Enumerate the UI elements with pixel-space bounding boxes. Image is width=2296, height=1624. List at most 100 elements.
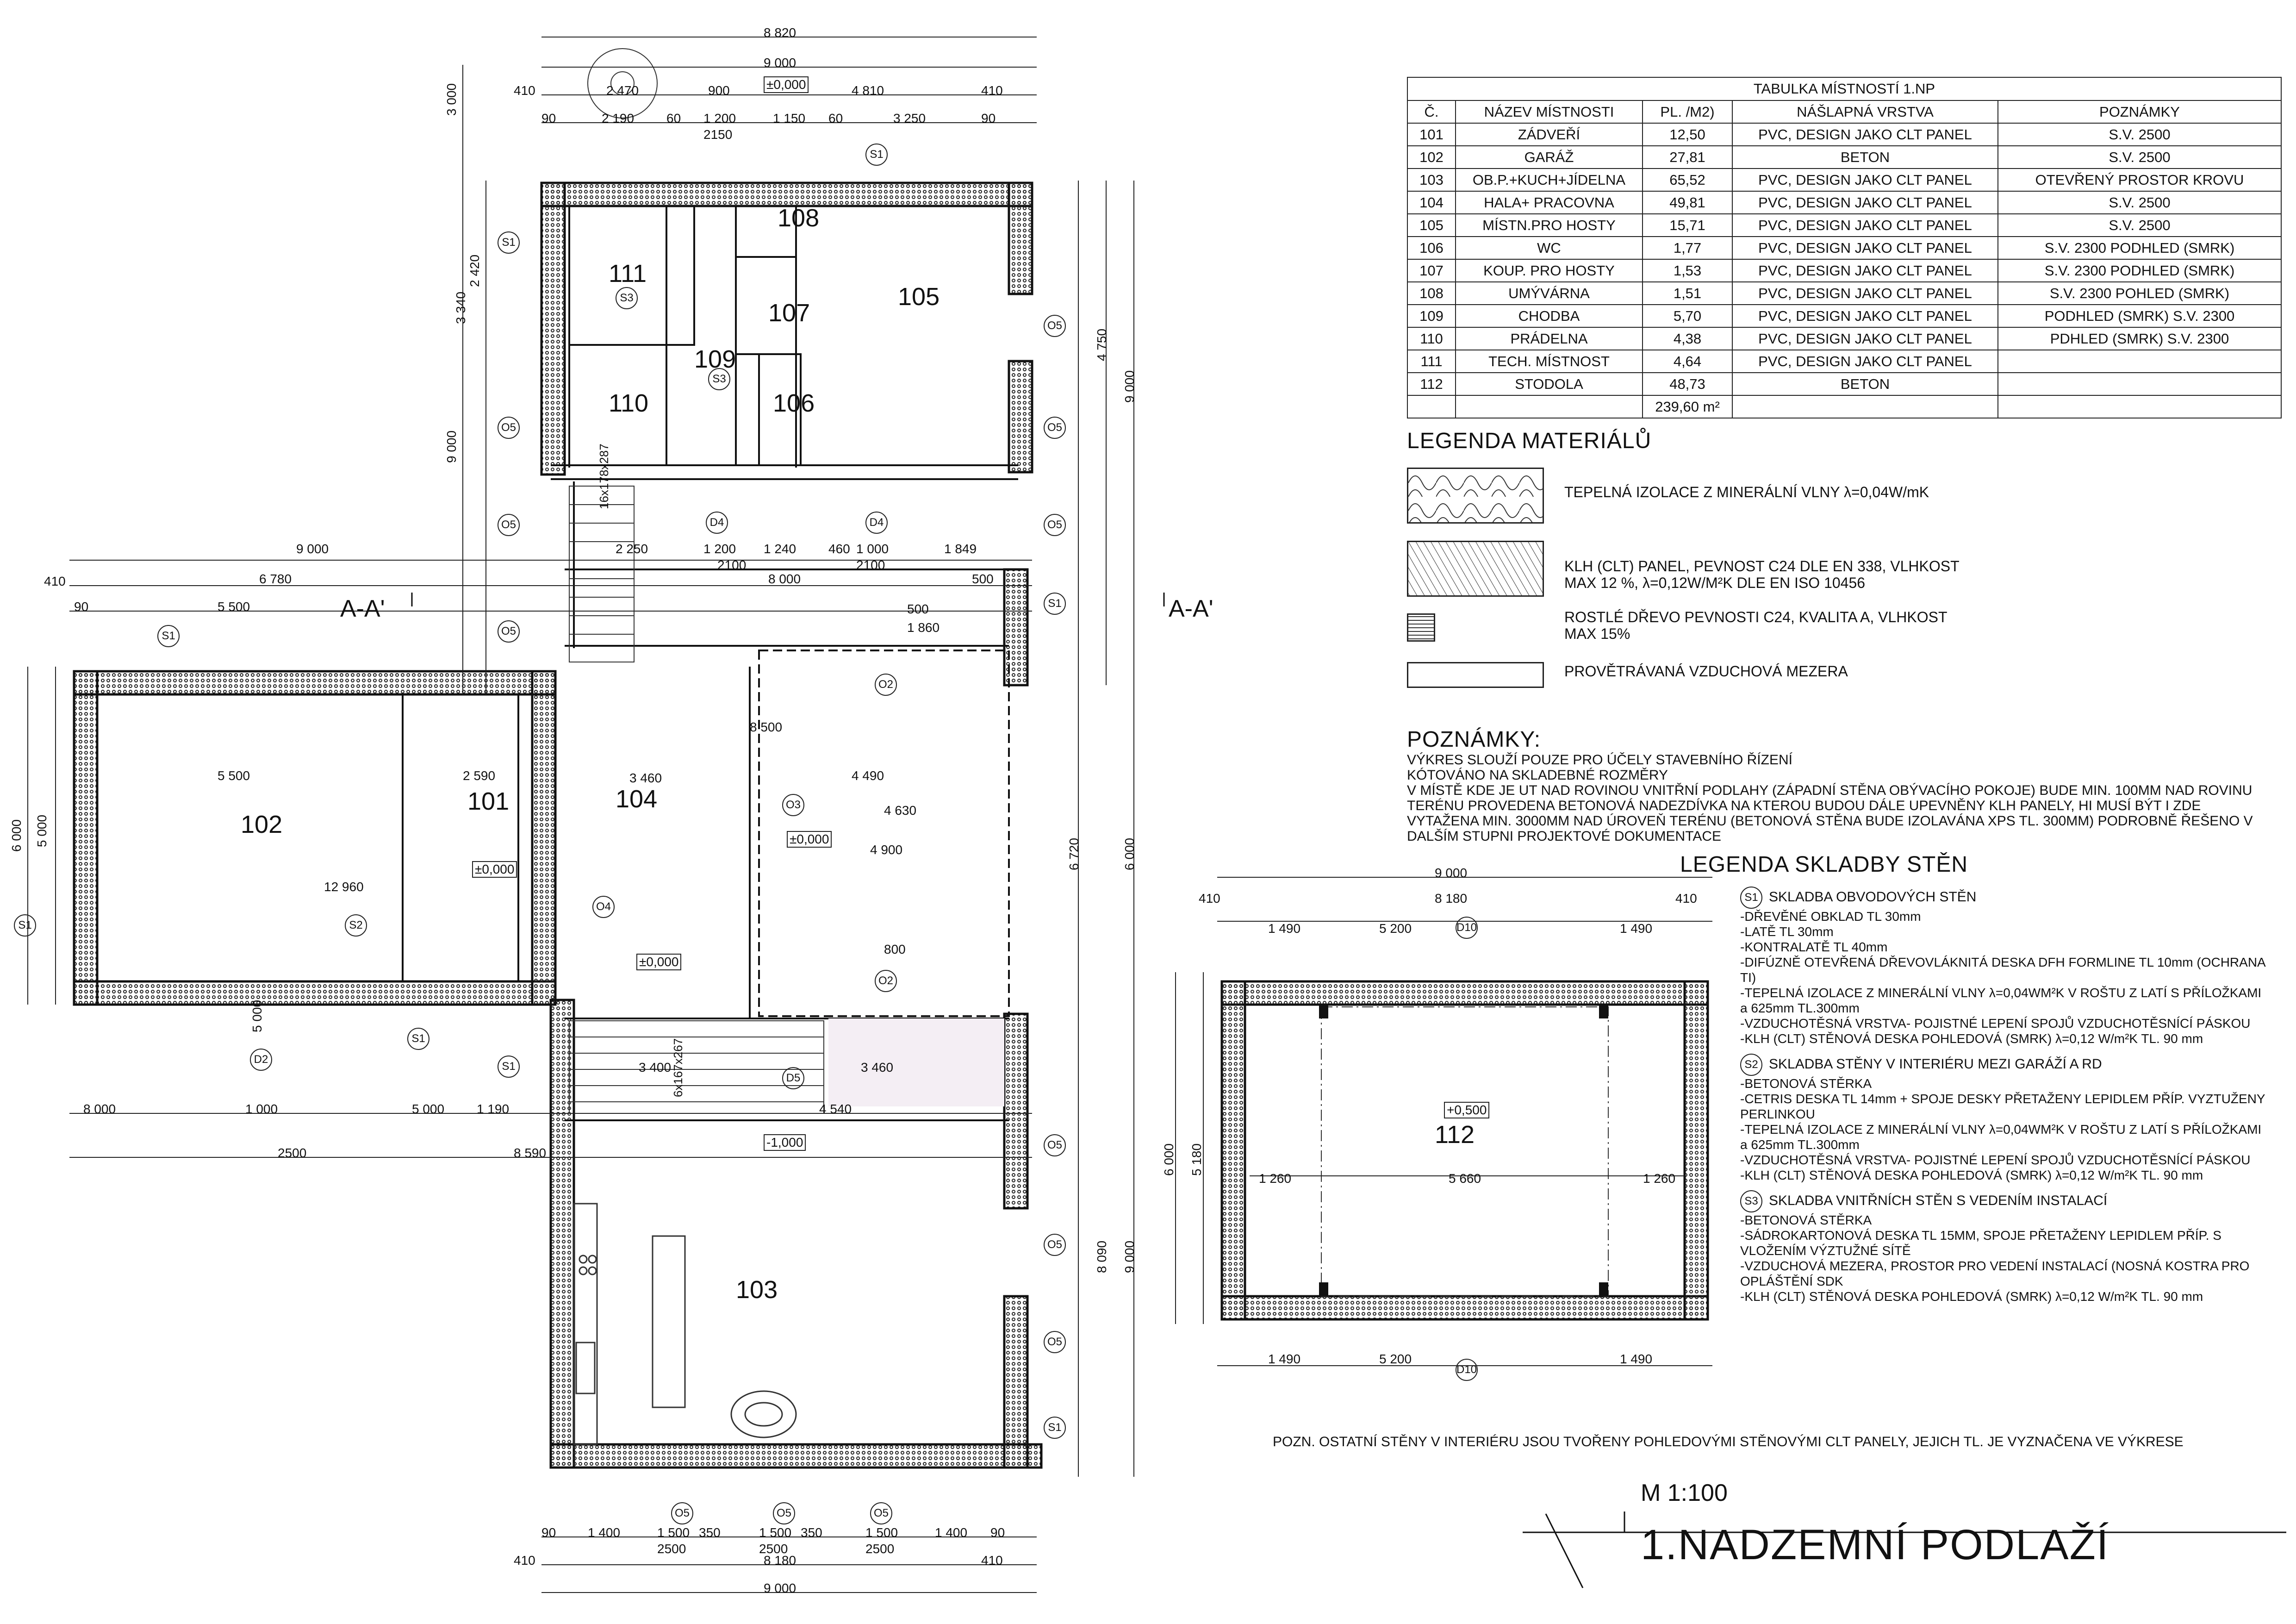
table-cell: S.V. 2500 (1997, 145, 2282, 169)
dim-top: 9 000 (764, 56, 796, 70)
table-cell: PVC, DESIGN JAKO CLT PANEL (1732, 123, 1998, 146)
table-cell: TECH. MÍSTNOST (1455, 350, 1643, 373)
stairs (569, 486, 824, 1114)
wall-tag-s3: S3 (616, 287, 638, 309)
table-cell: PVC, DESIGN JAKO CLT PANEL (1732, 281, 1998, 305)
dim-bottom: 410 (514, 1553, 535, 1568)
table-cell: S.V. 2300 PODHLED (SMRK) (1997, 259, 2282, 282)
table-cell: 102 (1407, 145, 1456, 169)
dim-top: 1 200 (703, 111, 736, 125)
dim-mid: 12 960 (324, 880, 364, 894)
title-block (1523, 1512, 2286, 1588)
window-tag-o2: O2 (875, 674, 897, 696)
wall-layer: -BETONOVÁ STĚRKA (1740, 1213, 1872, 1227)
door-tag-d5: D5 (782, 1067, 804, 1089)
clt-pattern (1408, 542, 1543, 595)
window-tag-o5: O5 (1044, 1234, 1066, 1256)
table-cell: 109 (1407, 304, 1456, 328)
wall-layer: -LATĚ TL 30mm (1740, 924, 1834, 939)
window-tag-o5: O5 (498, 417, 520, 439)
table-cell: 106 (1407, 236, 1456, 260)
window-tag-o5: O5 (671, 1502, 693, 1524)
dim-left: 9 000 (444, 430, 459, 463)
dim-right: 4 750 (1095, 328, 1109, 361)
room-label-105: 105 (898, 283, 940, 311)
stair-label: 6x167x267 (671, 1038, 685, 1097)
table-cell: S.V. 2500 (1997, 123, 2282, 146)
dim-mid: 2 590 (463, 768, 496, 783)
window-tag-o5: O5 (1044, 514, 1066, 536)
table-cell: OB.P.+KUCH+JÍDELNA (1455, 168, 1643, 192)
notes-title: POZNÁMKY: (1407, 727, 1541, 752)
wall-tag-s2: S2 (1740, 1054, 1762, 1076)
dim-bottom: 2500 (759, 1542, 788, 1556)
wall-layer: -VZDUCHOVÁ MEZERA, PROSTOR PRO VEDENÍ IN… (1740, 1259, 2250, 1288)
table-cell: PVC, DESIGN JAKO CLT PANEL (1732, 191, 1998, 214)
table-cell: 103 (1407, 168, 1456, 192)
air-gap-swatch (1407, 662, 1544, 688)
table-cell: BETON (1732, 372, 1998, 396)
dim-top: 1 150 (773, 111, 806, 125)
wall-tag-s3: S3 (1740, 1190, 1762, 1212)
dim-mid: 4 900 (870, 843, 903, 857)
dim-left: 5 000 (35, 814, 49, 847)
room-label-110: 110 (609, 389, 649, 417)
col-header: POZNÁMKY (1997, 100, 2282, 124)
door-tag-d2: D2 (250, 1049, 272, 1071)
window-tag-o5: O5 (498, 620, 520, 643)
window-tag-o5: O5 (870, 1502, 892, 1524)
dim-top: 900 (708, 83, 730, 98)
table-cell: 1,51 (1642, 281, 1733, 305)
table-cell (1997, 350, 2282, 373)
wall-layer: -TEPELNÁ IZOLACE Z MINERÁLNÍ VLNY λ=0,04… (1740, 1122, 2262, 1152)
dim-mid: 1 240 (764, 542, 796, 556)
level-label: ±0,000 (787, 831, 832, 848)
dim-bottom: 410 (981, 1553, 1003, 1568)
table-cell: 110 (1407, 327, 1456, 350)
dim-mid: 5 000 (412, 1102, 445, 1116)
table-cell: PVC, DESIGN JAKO CLT PANEL (1732, 350, 1998, 373)
barn-interior (1321, 1006, 1609, 1297)
barn-dim: 5 660 (1449, 1171, 1481, 1186)
material-legend-item: KLH (CLT) PANEL, PEVNOST C24 DLE EN 338,… (1564, 558, 1960, 591)
dim-mid: 8 000 (768, 572, 801, 586)
wall-tag-s1: S1 (1044, 593, 1066, 615)
drawing-title: 1.NADZEMNÍ PODLAŽÍ (1641, 1521, 2109, 1568)
dim-mid: 1 000 (856, 542, 889, 556)
notes-line: V MÍSTĚ KDE JE UT NAD ROVINOU VNITŘNÍ PO… (1407, 783, 2253, 844)
dim-top: 90 (541, 111, 556, 125)
dim-mid: 8 590 (514, 1146, 547, 1160)
wall-tag-s3: S3 (708, 368, 730, 390)
wall-tag-s1: S1 (865, 144, 888, 166)
dim-mid: 8 000 (83, 1102, 116, 1116)
wood-swatch (1407, 613, 1435, 642)
barn-dim: 9 000 (1435, 866, 1468, 880)
room-table-title: TABULKA MÍSTNOSTÍ 1.NP (1407, 77, 2282, 100)
wall-layer: -TEPELNÁ IZOLACE Z MINERÁLNÍ VLNY λ=0,04… (1740, 986, 2262, 1015)
window-tag-o5: O5 (1044, 1134, 1066, 1156)
window-tag-o5: O5 (773, 1502, 795, 1524)
barn-dim: 1 490 (1268, 921, 1301, 936)
table-cell: PDHLED (SMRK) S.V. 2300 (1997, 327, 2282, 350)
dim-right: 9 000 (1122, 1240, 1137, 1273)
table-cell: 4,38 (1642, 327, 1733, 350)
wall-tag-s1: S1 (498, 1056, 520, 1078)
barn-dim: 8 180 (1435, 891, 1468, 906)
room-table-total-row: 239,60 m² (1407, 395, 2282, 418)
dim-mid: 9 000 (296, 542, 329, 556)
kitchen-fixtures (573, 1203, 797, 1445)
table-cell (1455, 395, 1643, 418)
dim-bottom: 1 500 (865, 1525, 898, 1540)
room-label-108: 108 (778, 204, 820, 232)
dim-mid: 3 400 (639, 1060, 672, 1074)
level-label: ±0,000 (472, 861, 517, 878)
table-cell: 49,81 (1642, 191, 1733, 214)
room-label-102: 102 (241, 811, 283, 838)
table-cell: CHODBA (1455, 304, 1643, 328)
table-cell (1997, 372, 2282, 396)
